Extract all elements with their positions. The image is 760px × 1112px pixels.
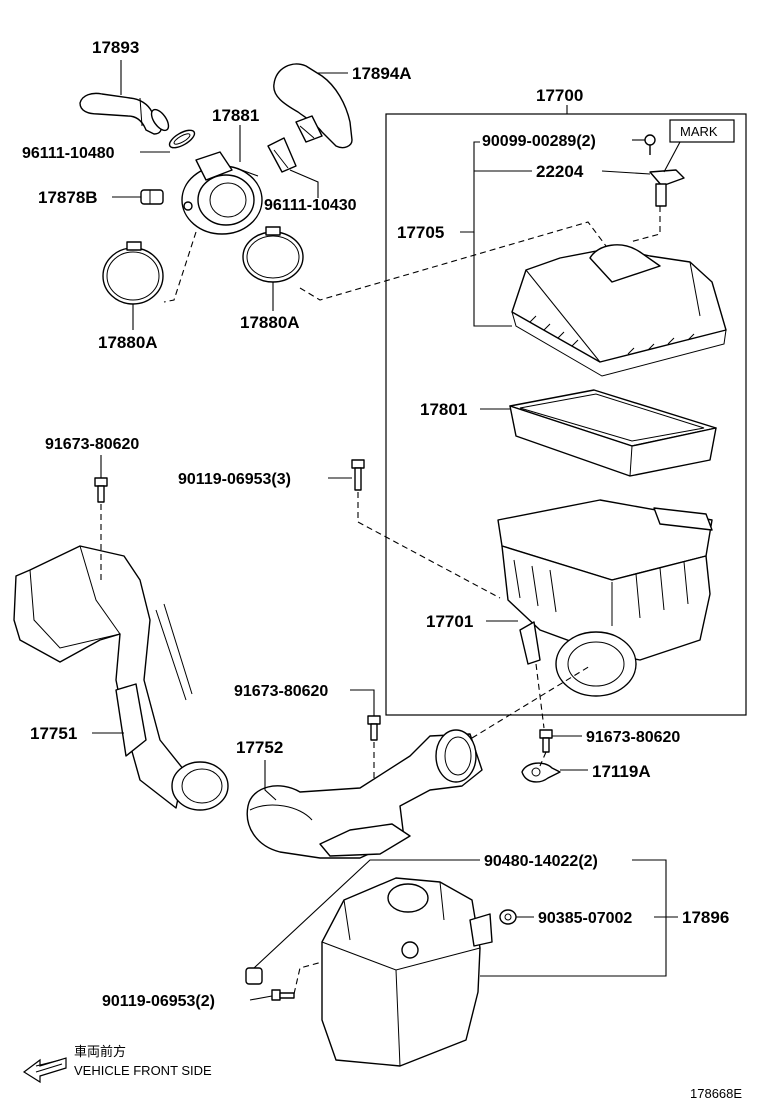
label-90480-14022: 90480-14022(2) [484, 853, 598, 870]
dash-17881-to-band [163, 231, 197, 303]
label-90119-06953-3: 90119-06953(3) [178, 471, 291, 488]
label-17880A-right: 17880A [240, 313, 300, 332]
label-17119A: 17119A [592, 762, 651, 781]
dash-band-to-cap [299, 221, 607, 301]
part-90119-06953-bolt-2 [271, 989, 295, 1001]
part-17119A-bracket [521, 762, 561, 783]
vehicle-front-arrow-icon [22, 1057, 67, 1084]
label-17700: 17700 [536, 86, 583, 105]
dash-bolt2-to-tank [293, 961, 323, 995]
label-96111-10430: 96111-10430 [264, 197, 357, 214]
part-17752-connector-duct [246, 729, 483, 859]
label-direction-en: VEHICLE FRONT SIDE [74, 1063, 212, 1078]
dash-duct-to-case [471, 665, 591, 739]
label-90119-06953-2: 90119-06953(2) [102, 993, 215, 1010]
part-17894A-duct [273, 63, 353, 149]
leader-96111-10430 [289, 169, 319, 198]
leader-17752 [264, 760, 277, 801]
label-17880A-left: 17880A [98, 333, 158, 352]
leader-91673-80620-mid [350, 689, 375, 716]
dash-sensor-to-cap [629, 206, 661, 243]
part-17878B-plug [140, 189, 164, 205]
label-91673-80620-top: 91673-80620 [45, 436, 139, 453]
label-91673-80620-right: 91673-80620 [586, 729, 680, 746]
label-17894A: 17894A [352, 64, 412, 83]
dash-case-to-bracket [535, 663, 545, 729]
label-mark: MARK [680, 124, 718, 139]
part-17893-intake-hose [79, 92, 170, 135]
part-90099-00289-screw [644, 134, 656, 155]
part-17880A-band-right [242, 226, 304, 283]
assembly-box-17700 [385, 113, 747, 716]
dash-90119-line [357, 521, 501, 599]
part-90385-07002-nut [499, 909, 517, 925]
leader-90119-06953-2 [249, 995, 273, 1001]
label-17896: 17896 [682, 908, 729, 927]
label-17705: 17705 [397, 223, 444, 242]
label-91673-80620-mid: 91673-80620 [234, 683, 328, 700]
part-17801-filter-element [509, 389, 717, 477]
part-91673-80620-bolt-right [539, 729, 553, 753]
label-17893: 17893 [92, 38, 139, 57]
part-91673-80620-bolt-top [94, 477, 108, 503]
part-90480-14022-grommet [245, 967, 263, 985]
label-17752: 17752 [236, 738, 283, 757]
leader-17705-to-cap [473, 232, 512, 327]
dash-bolt-right-to-bracket [539, 751, 547, 767]
label-90099-00289: 90099-00289(2) [482, 133, 596, 150]
mark-box [669, 119, 735, 143]
part-17701-cleaner-case [497, 499, 713, 697]
part-17880A-band-left [102, 241, 164, 305]
label-figure-code: 178668E [690, 1086, 742, 1101]
part-22204-airflow-sensor [649, 169, 685, 207]
label-17881: 17881 [212, 106, 259, 125]
part-90119-06953-bolt-3 [351, 459, 365, 491]
label-17701: 17701 [426, 612, 473, 631]
leader-17896-top [480, 859, 667, 977]
label-17801: 17801 [420, 400, 467, 419]
part-96111-10430-clip [267, 137, 297, 173]
part-96111-10480-clip [168, 129, 196, 149]
label-direction-jp: 車両前方 [74, 1044, 126, 1059]
leader-22204 [601, 170, 651, 175]
leader-90480-14022 [253, 859, 480, 969]
part-17705-cleaner-cap [511, 244, 727, 377]
label-22204: 22204 [536, 162, 584, 181]
label-17878B: 17878B [38, 188, 98, 207]
label-17751: 17751 [30, 724, 77, 743]
part-17896-resonator-tank [321, 877, 493, 1067]
part-17751-inlet-duct [13, 545, 229, 811]
label-96111-10480: 96111-10480 [22, 145, 115, 162]
part-91673-80620-bolt-mid [367, 715, 381, 741]
leader-17705 [460, 141, 480, 233]
leader-mark [663, 141, 681, 173]
label-90385-07002: 90385-07002 [538, 910, 632, 927]
part-17881-resonator [181, 151, 263, 235]
